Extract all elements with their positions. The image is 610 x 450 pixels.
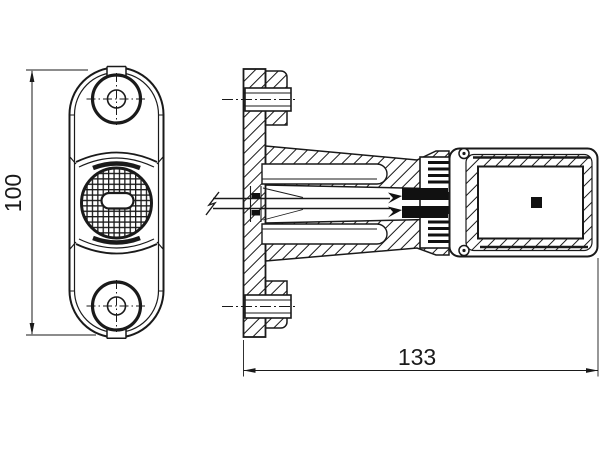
bulb-chamber — [477, 165, 584, 240]
flange-section — [242, 68, 267, 338]
socket-contact-upper — [402, 188, 448, 200]
dim-height-arrow-top — [29, 70, 35, 82]
arm-slot-top — [261, 163, 388, 185]
cable-seal-bottom — [251, 210, 260, 216]
dimension-length: 133 — [243, 258, 599, 377]
cable-funnel — [262, 187, 304, 221]
lower-contour-band — [69, 235, 164, 255]
top-mounting-tab — [106, 65, 127, 76]
dimension-height: 100 — [0, 69, 96, 336]
body-tangent-ticks — [69, 114, 164, 292]
cable-grommet-faces — [249, 186, 262, 222]
dim-length-arrow-right — [586, 368, 598, 373]
flange-bore-top — [222, 87, 296, 112]
cable — [205, 186, 390, 222]
centerline-cross-bottom — [86, 280, 147, 332]
lamp-head — [448, 147, 599, 258]
lens — [80, 166, 153, 240]
bottom-mounting-tab — [106, 329, 127, 339]
cable-break-symbol — [205, 191, 220, 216]
wire-crimp-upper — [388, 192, 402, 204]
mounting-hole-bottom — [86, 280, 147, 332]
dim-height-value: 100 — [0, 174, 26, 212]
flange-bore-bottom — [222, 294, 296, 319]
head-screw-bottom — [458, 244, 470, 257]
dim-length-value: 133 — [398, 344, 436, 370]
dim-height-arrow-bottom — [29, 323, 35, 335]
lens-center-window — [100, 191, 135, 210]
centerline-cross-top — [86, 73, 147, 125]
arm-slot-bottom — [261, 223, 388, 245]
head-screw-top — [458, 147, 470, 160]
front-view — [68, 65, 165, 339]
mounting-hole-top — [86, 73, 147, 125]
dim-length-arrow-left — [243, 368, 256, 373]
dim-height-extension-lines — [26, 69, 96, 336]
side-section-view — [205, 68, 599, 338]
cable-seal-top — [251, 193, 260, 199]
bulb-base-section — [531, 197, 542, 208]
socket-contact-lower — [402, 206, 448, 218]
wire-crimp-lower — [388, 206, 402, 218]
upper-contour-band — [69, 151, 164, 171]
